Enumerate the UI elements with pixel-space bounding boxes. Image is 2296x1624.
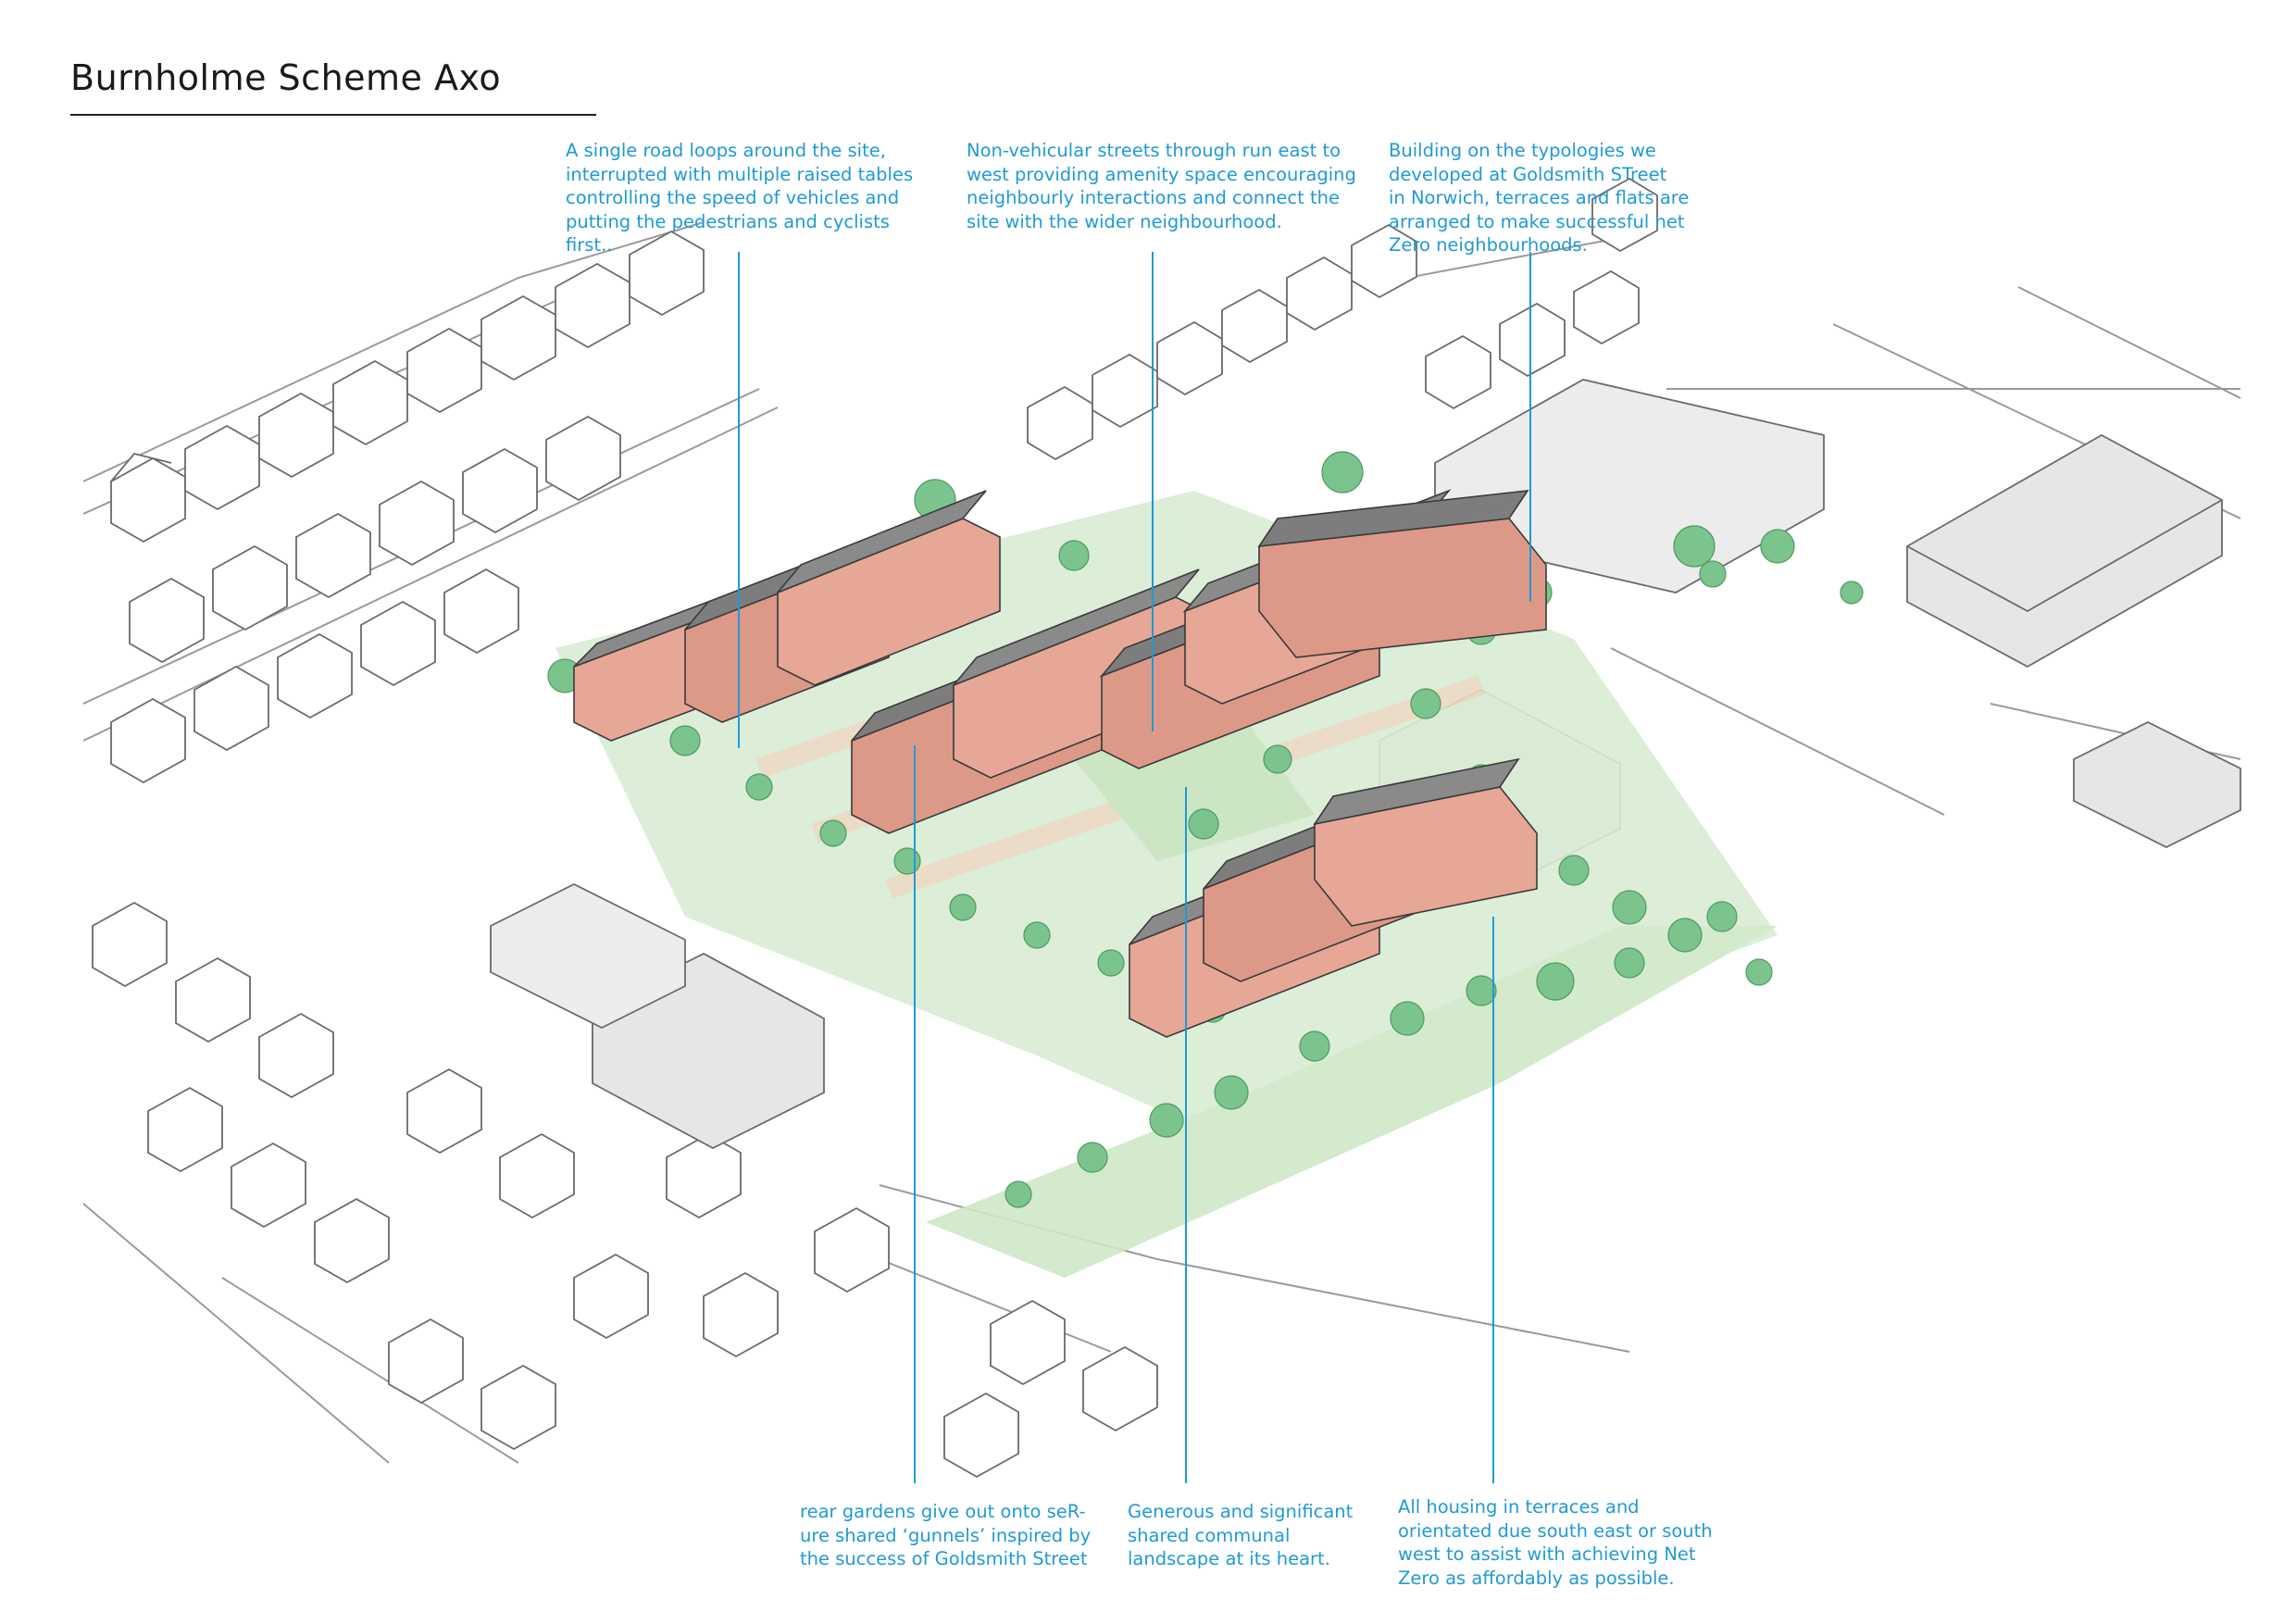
annotation-road-line: putting the pedestrians and cyclists bbox=[566, 210, 890, 232]
annotation-streets-line: Non-vehicular streets through run east t… bbox=[967, 140, 1341, 161]
annotation-housing-line: west to assist with achieving Net bbox=[1398, 1543, 1696, 1565]
terrace-8 bbox=[1257, 490, 1547, 658]
annotation-typologies-line: in Norwich, terraces and flats are bbox=[1389, 187, 1690, 208]
context-houses bbox=[92, 177, 1658, 1479]
annotation-housing-line: Zero as affordably as possible. bbox=[1398, 1567, 1675, 1589]
annotation-landscape: Generous and significant shared communal… bbox=[1128, 1500, 1353, 1571]
block-far-east bbox=[2073, 720, 2241, 849]
annotation-landscape-line: Generous and significant bbox=[1128, 1501, 1354, 1522]
terrace-11 bbox=[1313, 757, 1538, 927]
annotation-housing-line: All housing in terraces and bbox=[1398, 1496, 1640, 1518]
annotation-typologies-line: arranged to make successful net bbox=[1389, 210, 1685, 232]
annotation-gardens-line: the success of Goldsmith Street bbox=[800, 1548, 1088, 1569]
proposed-terraces bbox=[573, 489, 1547, 1038]
annotation-typologies-line: developed at Goldsmith STreet bbox=[1389, 163, 1667, 185]
terrace-3 bbox=[777, 490, 1001, 686]
annotation-streets-line: site with the wider neighbourhood. bbox=[967, 210, 1282, 232]
title-underline bbox=[70, 114, 596, 116]
annotation-gardens-line: ure shared ‘gunnels’ inspired by bbox=[800, 1524, 1092, 1546]
annotation-streets-line: west providing amenity space encouraging bbox=[967, 163, 1356, 185]
annotation-gardens-line: rear gardens give out onto seR- bbox=[800, 1501, 1086, 1522]
leader-lines bbox=[738, 252, 1531, 1483]
context-house-row-south bbox=[92, 901, 1158, 1479]
annotation-streets-line: neighbourly interactions and connect the bbox=[967, 187, 1340, 208]
annotation-road-line: interrupted with multiple raised tables bbox=[566, 163, 914, 185]
annotation-typologies: Building on the typologies we developed … bbox=[1389, 139, 1689, 257]
annotation-road-line: controlling the speed of vehicles and bbox=[566, 187, 900, 208]
block-west bbox=[490, 882, 686, 1030]
warehouse-east bbox=[1906, 433, 2223, 668]
context-house-row-top-right bbox=[1027, 177, 1658, 461]
context-house-row-north bbox=[110, 230, 705, 784]
annotation-typologies-line: Building on the typologies we bbox=[1389, 140, 1656, 161]
annotation-landscape-line: shared communal bbox=[1128, 1524, 1291, 1546]
annotation-housing: All housing in terraces and orientated d… bbox=[1398, 1495, 1713, 1590]
annotation-typologies-line: Zero neighbourhoods. bbox=[1389, 234, 1588, 256]
annotation-gardens: rear gardens give out onto seR- ure shar… bbox=[800, 1500, 1091, 1571]
annotation-housing-line: orientated due south east or south bbox=[1398, 1519, 1713, 1542]
green-corridor bbox=[926, 926, 1778, 1278]
annotation-road-line: A single road loops around the site, bbox=[566, 140, 886, 161]
annotation-road: A single road loops around the site, int… bbox=[566, 139, 913, 257]
annotation-streets: Non-vehicular streets through run east t… bbox=[967, 139, 1356, 233]
page-title: Burnholme Scheme Axo bbox=[70, 57, 502, 98]
annotation-landscape-line: landscape at its heart. bbox=[1128, 1548, 1330, 1569]
annotation-road-line: first.. bbox=[566, 234, 613, 256]
